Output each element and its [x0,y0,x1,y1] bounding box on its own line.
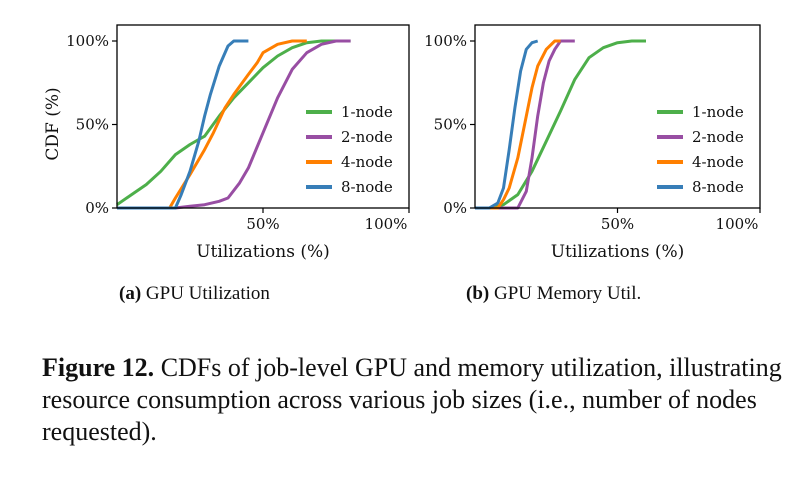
figure-caption: Figure 12. CDFs of job-level GPU and mem… [42,352,782,448]
legend-label-4-node: 4-node [692,153,744,171]
x-tick-label: 50% [246,215,279,233]
series-line-8-node [117,39,249,210]
y-tick-label: 100% [66,32,109,50]
y-tick-label: 0% [85,199,109,217]
series-line-8-node [475,39,539,210]
legend-label-8-node: 8-node [341,178,393,196]
x-tick-label: 50% [601,215,634,233]
series-line-1-node [116,39,351,206]
legend-label-2-node: 2-node [341,128,393,146]
subcaption-a-text: GPU Utilization [145,283,270,304]
legend-label-1-node: 1-node [341,103,393,121]
subcaption-a: (a) GPU Utilization [119,283,270,305]
x-tick-label: 100% [365,215,408,233]
figure-caption-label: Figure 12. [42,353,155,382]
y-tick-label: 50% [76,116,109,134]
y-tick-label: 100% [424,32,467,50]
series-line-2-node [117,39,351,210]
y-axis-label: CDF (%) [43,87,63,160]
y-tick-label: 50% [434,116,467,134]
chart-gpu-memory-utilization: 0% 50% 100% 50% 100% Utilizations (%) 1-node 2-… [424,24,761,262]
legend-label-1-node: 1-node [692,103,744,121]
series-line-1-node [475,39,646,210]
x-axis-label: Utilizations (%) [196,242,330,262]
y-tick-label: 0% [443,199,467,217]
legend-label-4-node: 4-node [341,153,393,171]
series-line-2-node [475,39,575,210]
subcaption-b-tag: (b) [466,283,490,304]
subcaption-b: (b) GPU Memory Util. [466,283,641,305]
figure: 0% 50% 100% 50% 100% Utilizations (%) CDF (%) 1… [43,24,761,262]
subcaption-a-tag: (a) [119,283,142,304]
figure-caption-text: CDFs of job-level GPU and memory utiliza… [42,353,782,446]
legend-label-2-node: 2-node [692,128,744,146]
legend-label-8-node: 8-node [692,178,744,196]
x-tick-label: 100% [716,215,759,233]
chart-gpu-utilization: 0% 50% 100% 50% 100% Utilizations (%) CDF (%) 1… [43,24,410,262]
series-line-4-node [117,39,307,210]
subcaption-b-text: GPU Memory Util. [493,283,642,304]
series-line-4-node [475,39,561,210]
x-axis-label: Utilizations (%) [551,242,685,262]
